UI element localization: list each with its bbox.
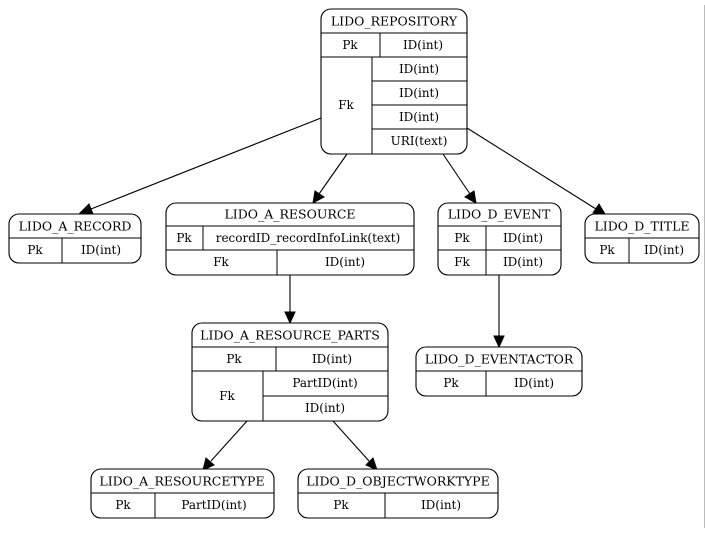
pk-label: Pk: [454, 231, 470, 245]
fk-field: ID(int): [503, 255, 543, 269]
entity-title: LIDO_A_RESOURCE_PARTS: [200, 328, 380, 343]
edge-repository-to-d-title: [466, 127, 606, 215]
entity-title: LIDO_D_OBJECTWORKTYPE: [306, 474, 489, 489]
fk-field: ID(int): [325, 255, 365, 269]
edge-repository-to-d-event: [442, 153, 477, 204]
entity-lido-a-resource-parts[interactable]: LIDO_A_RESOURCE_PARTS Pk ID(int) Fk Part…: [191, 322, 389, 422]
fk-field: ID(int): [399, 86, 439, 100]
fk-field: ID(int): [399, 110, 439, 124]
pk-field: ID(int): [403, 38, 443, 52]
pk-label: Pk: [333, 498, 349, 512]
pk-field: recordID_recordInfoLink(text): [216, 231, 401, 245]
entity-lido-d-event[interactable]: LIDO_D_EVENT Pk ID(int) Fk ID(int): [437, 202, 562, 276]
pk-field: PartID(int): [181, 498, 246, 512]
fk-field: URI(text): [391, 134, 448, 148]
entity-lido-a-resource[interactable]: LIDO_A_RESOURCE Pk recordID_recordInfoLi…: [165, 202, 415, 276]
entity-title: LIDO_A_RECORD: [19, 219, 132, 234]
entity-lido-a-resourcetype[interactable]: LIDO_A_RESOURCETYPE Pk PartID(int): [90, 468, 275, 519]
pk-label: Pk: [443, 376, 459, 390]
pk-label: Pk: [599, 243, 615, 257]
edge-d-event-to-eventactor: [493, 275, 505, 349]
entity-lido-d-eventactor[interactable]: LIDO_D_EVENTACTOR Pk ID(int): [415, 346, 583, 397]
fk-field: ID(int): [399, 62, 439, 76]
entity-lido-d-objectworktype[interactable]: LIDO_D_OBJECTWORKTYPE Pk ID(int): [297, 468, 499, 519]
pk-field: ID(int): [81, 243, 121, 257]
entity-title: LIDO_A_RESOURCETYPE: [99, 474, 264, 489]
entity-lido-a-record[interactable]: LIDO_A_RECORD Pk ID(int): [8, 213, 142, 264]
entity-title: LIDO_REPOSITORY: [331, 14, 458, 29]
fk-field: PartID(int): [292, 376, 357, 390]
entity-title: LIDO_A_RESOURCE: [224, 207, 355, 222]
pk-field: ID(int): [514, 376, 554, 390]
edge-a-resource-to-resource-parts: [284, 275, 296, 325]
fk-field: ID(int): [305, 401, 345, 415]
pk-label: Pk: [176, 231, 192, 245]
edge-resource-parts-to-objectworktype: [332, 420, 378, 471]
edge-resource-parts-to-resourcetype: [202, 420, 248, 471]
entity-lido-d-title[interactable]: LIDO_D_TITLE Pk ID(int): [584, 213, 700, 264]
edge-repository-to-a-record: [78, 117, 322, 215]
entity-title: LIDO_D_TITLE: [594, 219, 689, 234]
fk-label: Fk: [213, 255, 229, 269]
entity-lido-repository[interactable]: LIDO_REPOSITORY Pk ID(int) Fk ID(int) ID…: [320, 8, 468, 155]
edge-repository-to-a-resource: [312, 153, 348, 204]
pk-label: Pk: [226, 352, 242, 366]
fk-label: Fk: [454, 255, 470, 269]
pk-field: ID(int): [421, 498, 461, 512]
fk-label: Fk: [338, 98, 354, 112]
pk-label: Pk: [342, 38, 358, 52]
fk-label: Fk: [219, 389, 235, 403]
pk-field: ID(int): [644, 243, 684, 257]
pk-field: ID(int): [503, 231, 543, 245]
pk-label: Pk: [115, 498, 131, 512]
entity-title: LIDO_D_EVENTACTOR: [425, 352, 574, 367]
entity-title: LIDO_D_EVENT: [448, 207, 551, 222]
pk-field: ID(int): [312, 352, 352, 366]
pk-label: Pk: [27, 243, 43, 257]
